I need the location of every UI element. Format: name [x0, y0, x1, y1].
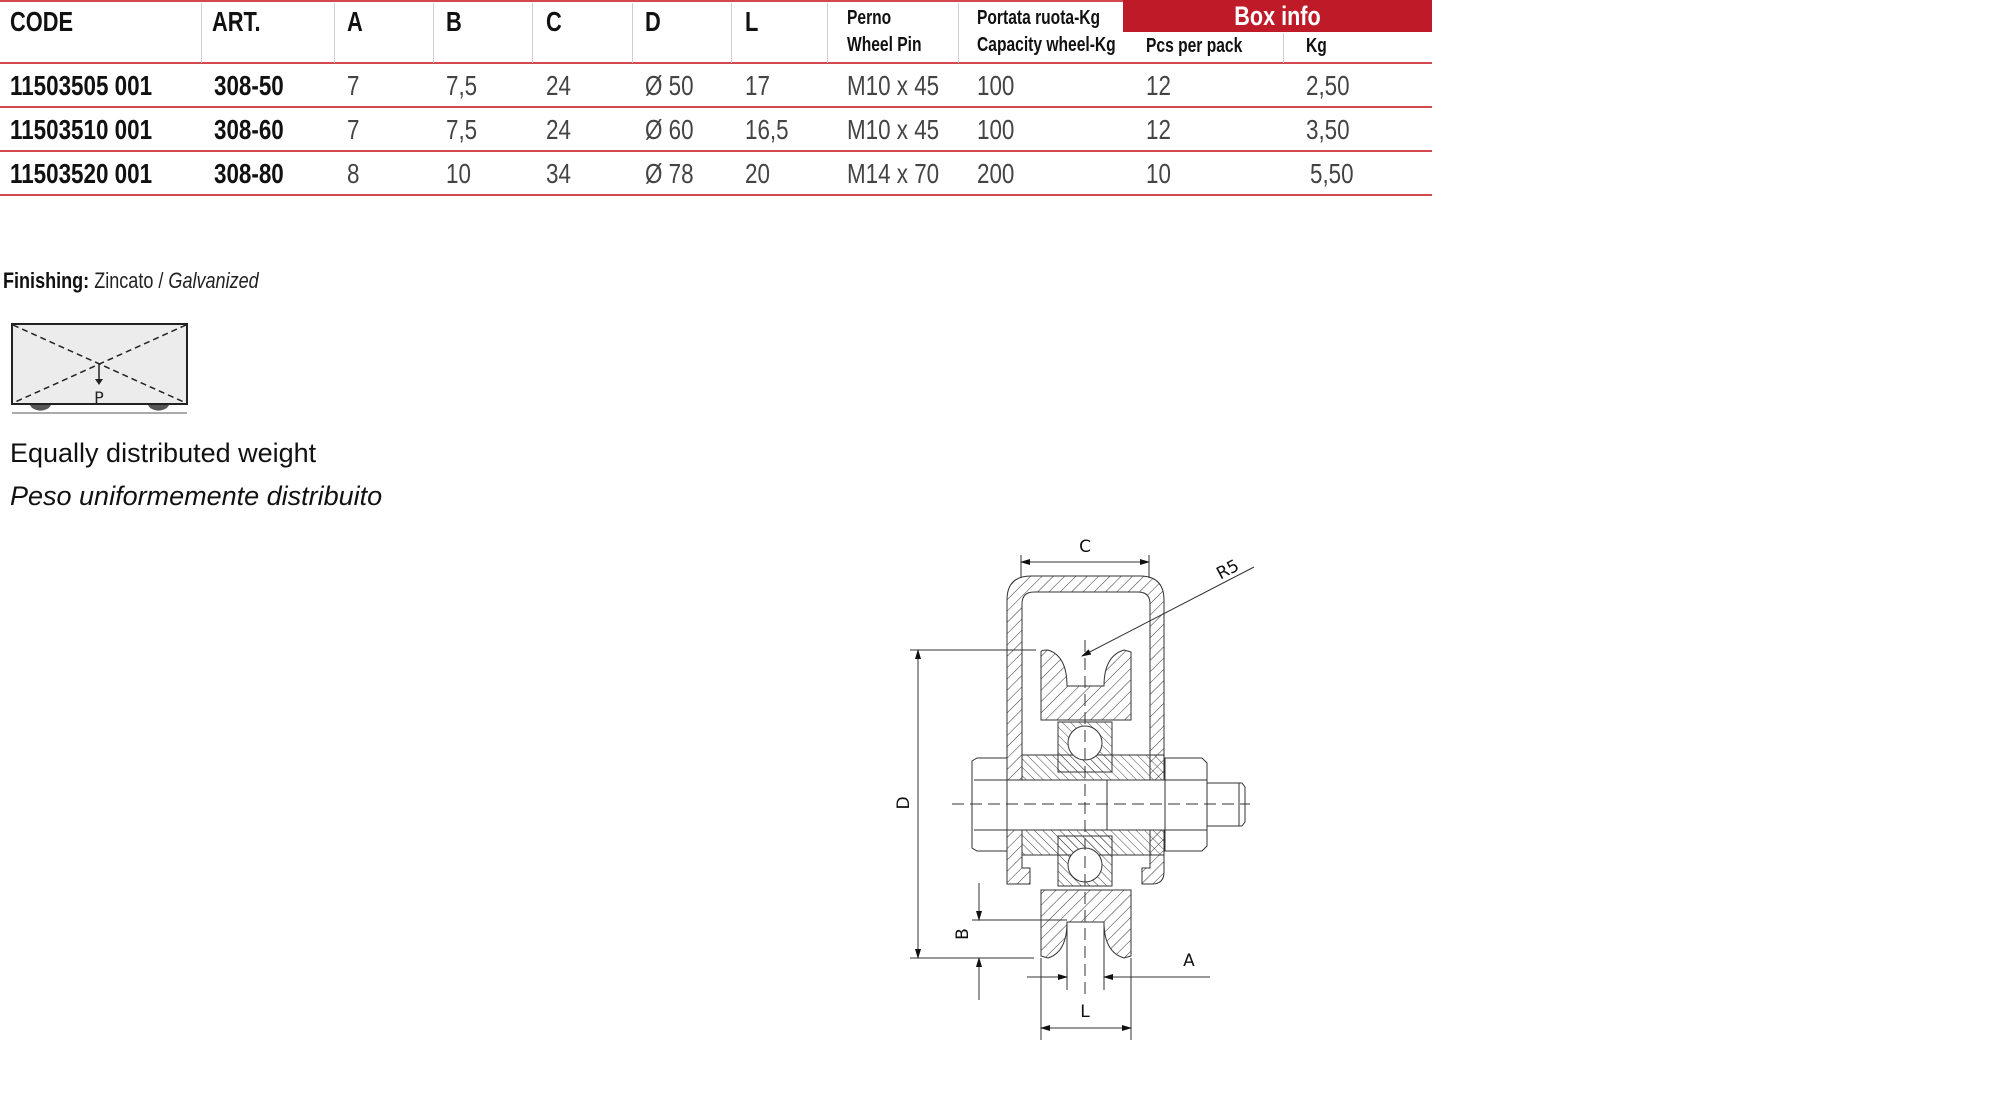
column-separator — [201, 3, 202, 63]
row-1-l: 17 — [745, 70, 770, 101]
row-3-d: Ø 78 — [645, 158, 694, 189]
row-3-b: 10 — [446, 158, 471, 189]
row-3-pin: M14 x 70 — [847, 158, 940, 189]
header-pcs-per-pack: Pcs per pack — [1146, 35, 1243, 57]
row-1-c: 24 — [546, 70, 571, 101]
weight-description-it: Peso uniformemente distribuito — [10, 481, 383, 511]
header-a: A — [347, 6, 363, 37]
column-separator — [334, 3, 335, 63]
row-rule — [0, 194, 1432, 196]
dim-label-a: A — [1183, 951, 1195, 971]
row-1-a: 7 — [347, 70, 360, 101]
row-rule — [0, 106, 1432, 108]
header-pin-it: Perno — [847, 7, 892, 29]
row-1-d: Ø 50 — [645, 70, 694, 101]
row-3-c: 34 — [546, 158, 571, 189]
row-1-art: 308-50 — [214, 70, 284, 101]
header-l: L — [745, 6, 759, 37]
row-rule — [0, 150, 1432, 152]
row-2-c: 24 — [546, 114, 571, 145]
row-2-l: 16,5 — [745, 114, 789, 145]
column-separator — [632, 3, 633, 63]
column-separator — [958, 3, 959, 63]
finishing-label: Finishing: — [3, 268, 90, 293]
row-2-kg: 3,50 — [1306, 114, 1350, 145]
distributed-load-icon: P — [11, 323, 188, 414]
dim-label-b: B — [953, 928, 973, 940]
weight-description-en: Equally distributed weight — [10, 438, 317, 468]
dim-label-l: L — [1080, 1002, 1090, 1022]
row-1-kg: 2,50 — [1306, 70, 1350, 101]
spec-table: CODE ART. A B C D L Perno Wheel Pin Port… — [0, 0, 1432, 198]
dim-label-r5: R5 — [1213, 556, 1242, 584]
header-kg: Kg — [1306, 35, 1327, 57]
header-c: C — [546, 6, 562, 37]
row-3-a: 8 — [347, 158, 360, 189]
column-separator — [731, 3, 732, 63]
finishing-line: Finishing: Zincato / Galvanized — [3, 268, 259, 294]
box-info-header: Box info — [1123, 0, 1432, 32]
row-3-capacity: 200 — [977, 158, 1015, 189]
row-1-b: 7,5 — [446, 70, 478, 101]
row-3-l: 20 — [745, 158, 770, 189]
load-label: P — [94, 388, 104, 407]
wheel-technical-drawing: C R5 D B A L — [894, 537, 1255, 1040]
column-separator — [433, 3, 434, 63]
header-b: B — [446, 6, 462, 37]
header-art: ART. — [212, 6, 261, 37]
dim-label-d: D — [894, 796, 914, 809]
row-3-pcs: 10 — [1146, 158, 1171, 189]
column-separator — [1283, 33, 1284, 63]
row-2-d: Ø 60 — [645, 114, 694, 145]
table-top-rule — [0, 0, 1432, 2]
header-pin-en: Wheel Pin — [847, 34, 922, 56]
row-2-pin: M10 x 45 — [847, 114, 940, 145]
finishing-value-en: Galvanized — [168, 268, 259, 293]
row-2-b: 7,5 — [446, 114, 478, 145]
column-separator — [827, 3, 828, 63]
row-1-code: 11503505 001 — [10, 70, 153, 101]
header-d: D — [645, 6, 661, 37]
row-2-a: 7 — [347, 114, 360, 145]
header-capacity-it: Portata ruota-Kg — [977, 7, 1101, 29]
row-3-art: 308-80 — [214, 158, 284, 189]
row-1-pcs: 12 — [1146, 70, 1171, 101]
row-3-code: 11503520 001 — [10, 158, 153, 189]
row-2-capacity: 100 — [977, 114, 1015, 145]
header-code: CODE — [10, 6, 74, 37]
row-2-code: 11503510 001 — [10, 114, 153, 145]
dim-label-c: C — [1079, 537, 1091, 557]
box-info-title: Box info — [1234, 1, 1321, 31]
row-3-kg: 5,50 — [1310, 158, 1354, 189]
row-1-pin: M10 x 45 — [847, 70, 940, 101]
column-separator — [532, 3, 533, 63]
finishing-value-it: Zincato / — [94, 268, 164, 293]
row-2-art: 308-60 — [214, 114, 284, 145]
header-bottom-rule — [0, 62, 1432, 64]
header-capacity-en: Capacity wheel-Kg — [977, 34, 1116, 56]
row-1-capacity: 100 — [977, 70, 1015, 101]
row-2-pcs: 12 — [1146, 114, 1171, 145]
